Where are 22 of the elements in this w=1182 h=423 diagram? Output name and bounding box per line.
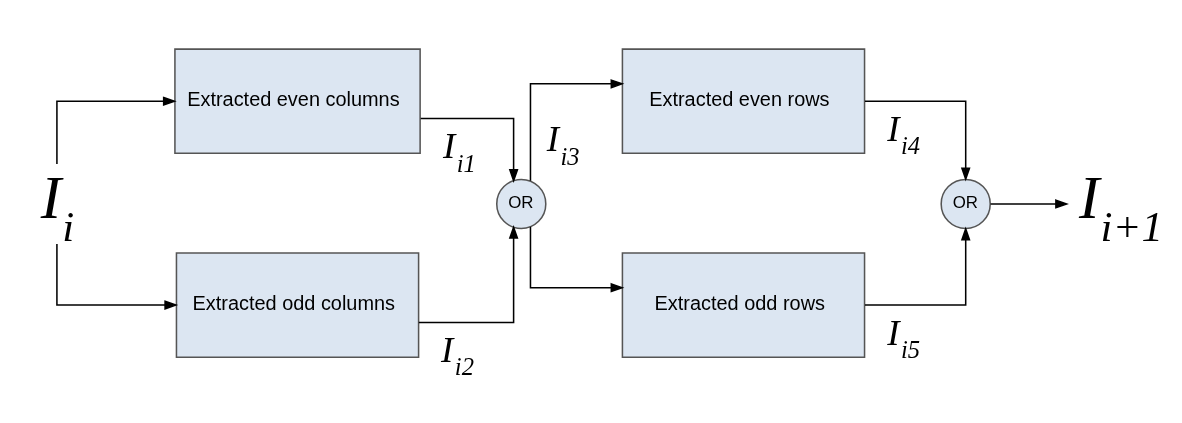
edge-label: I$_{i2}$ — [441, 328, 474, 381]
edge-label: I$_{i5}$ — [887, 311, 921, 364]
node-box: Extracted odd columns — [175, 252, 420, 358]
arrow — [864, 226, 971, 306]
node-circle: OR — [496, 178, 547, 230]
edge-label: I$_{i1}$ — [442, 125, 476, 177]
arrow — [989, 199, 1069, 209]
arrow — [529, 226, 625, 293]
arrow — [529, 79, 625, 182]
node-text: I$_{i+1}$ — [1079, 162, 1163, 251]
node-box: Extracted even rows — [621, 48, 866, 155]
arrow — [419, 117, 519, 183]
edge-label: I$_{i4}$ — [887, 107, 921, 160]
node-box: Extracted even columns — [174, 48, 421, 155]
node-box: Extracted odd rows — [621, 252, 866, 358]
arrow — [56, 243, 179, 310]
node-circle: OR — [940, 178, 991, 230]
edge-label: I$_{i3}$ — [546, 118, 580, 170]
arrow — [864, 100, 971, 182]
arrow — [418, 225, 519, 324]
node-text: I$_{i}$ — [40, 162, 75, 251]
arrow — [56, 96, 177, 165]
